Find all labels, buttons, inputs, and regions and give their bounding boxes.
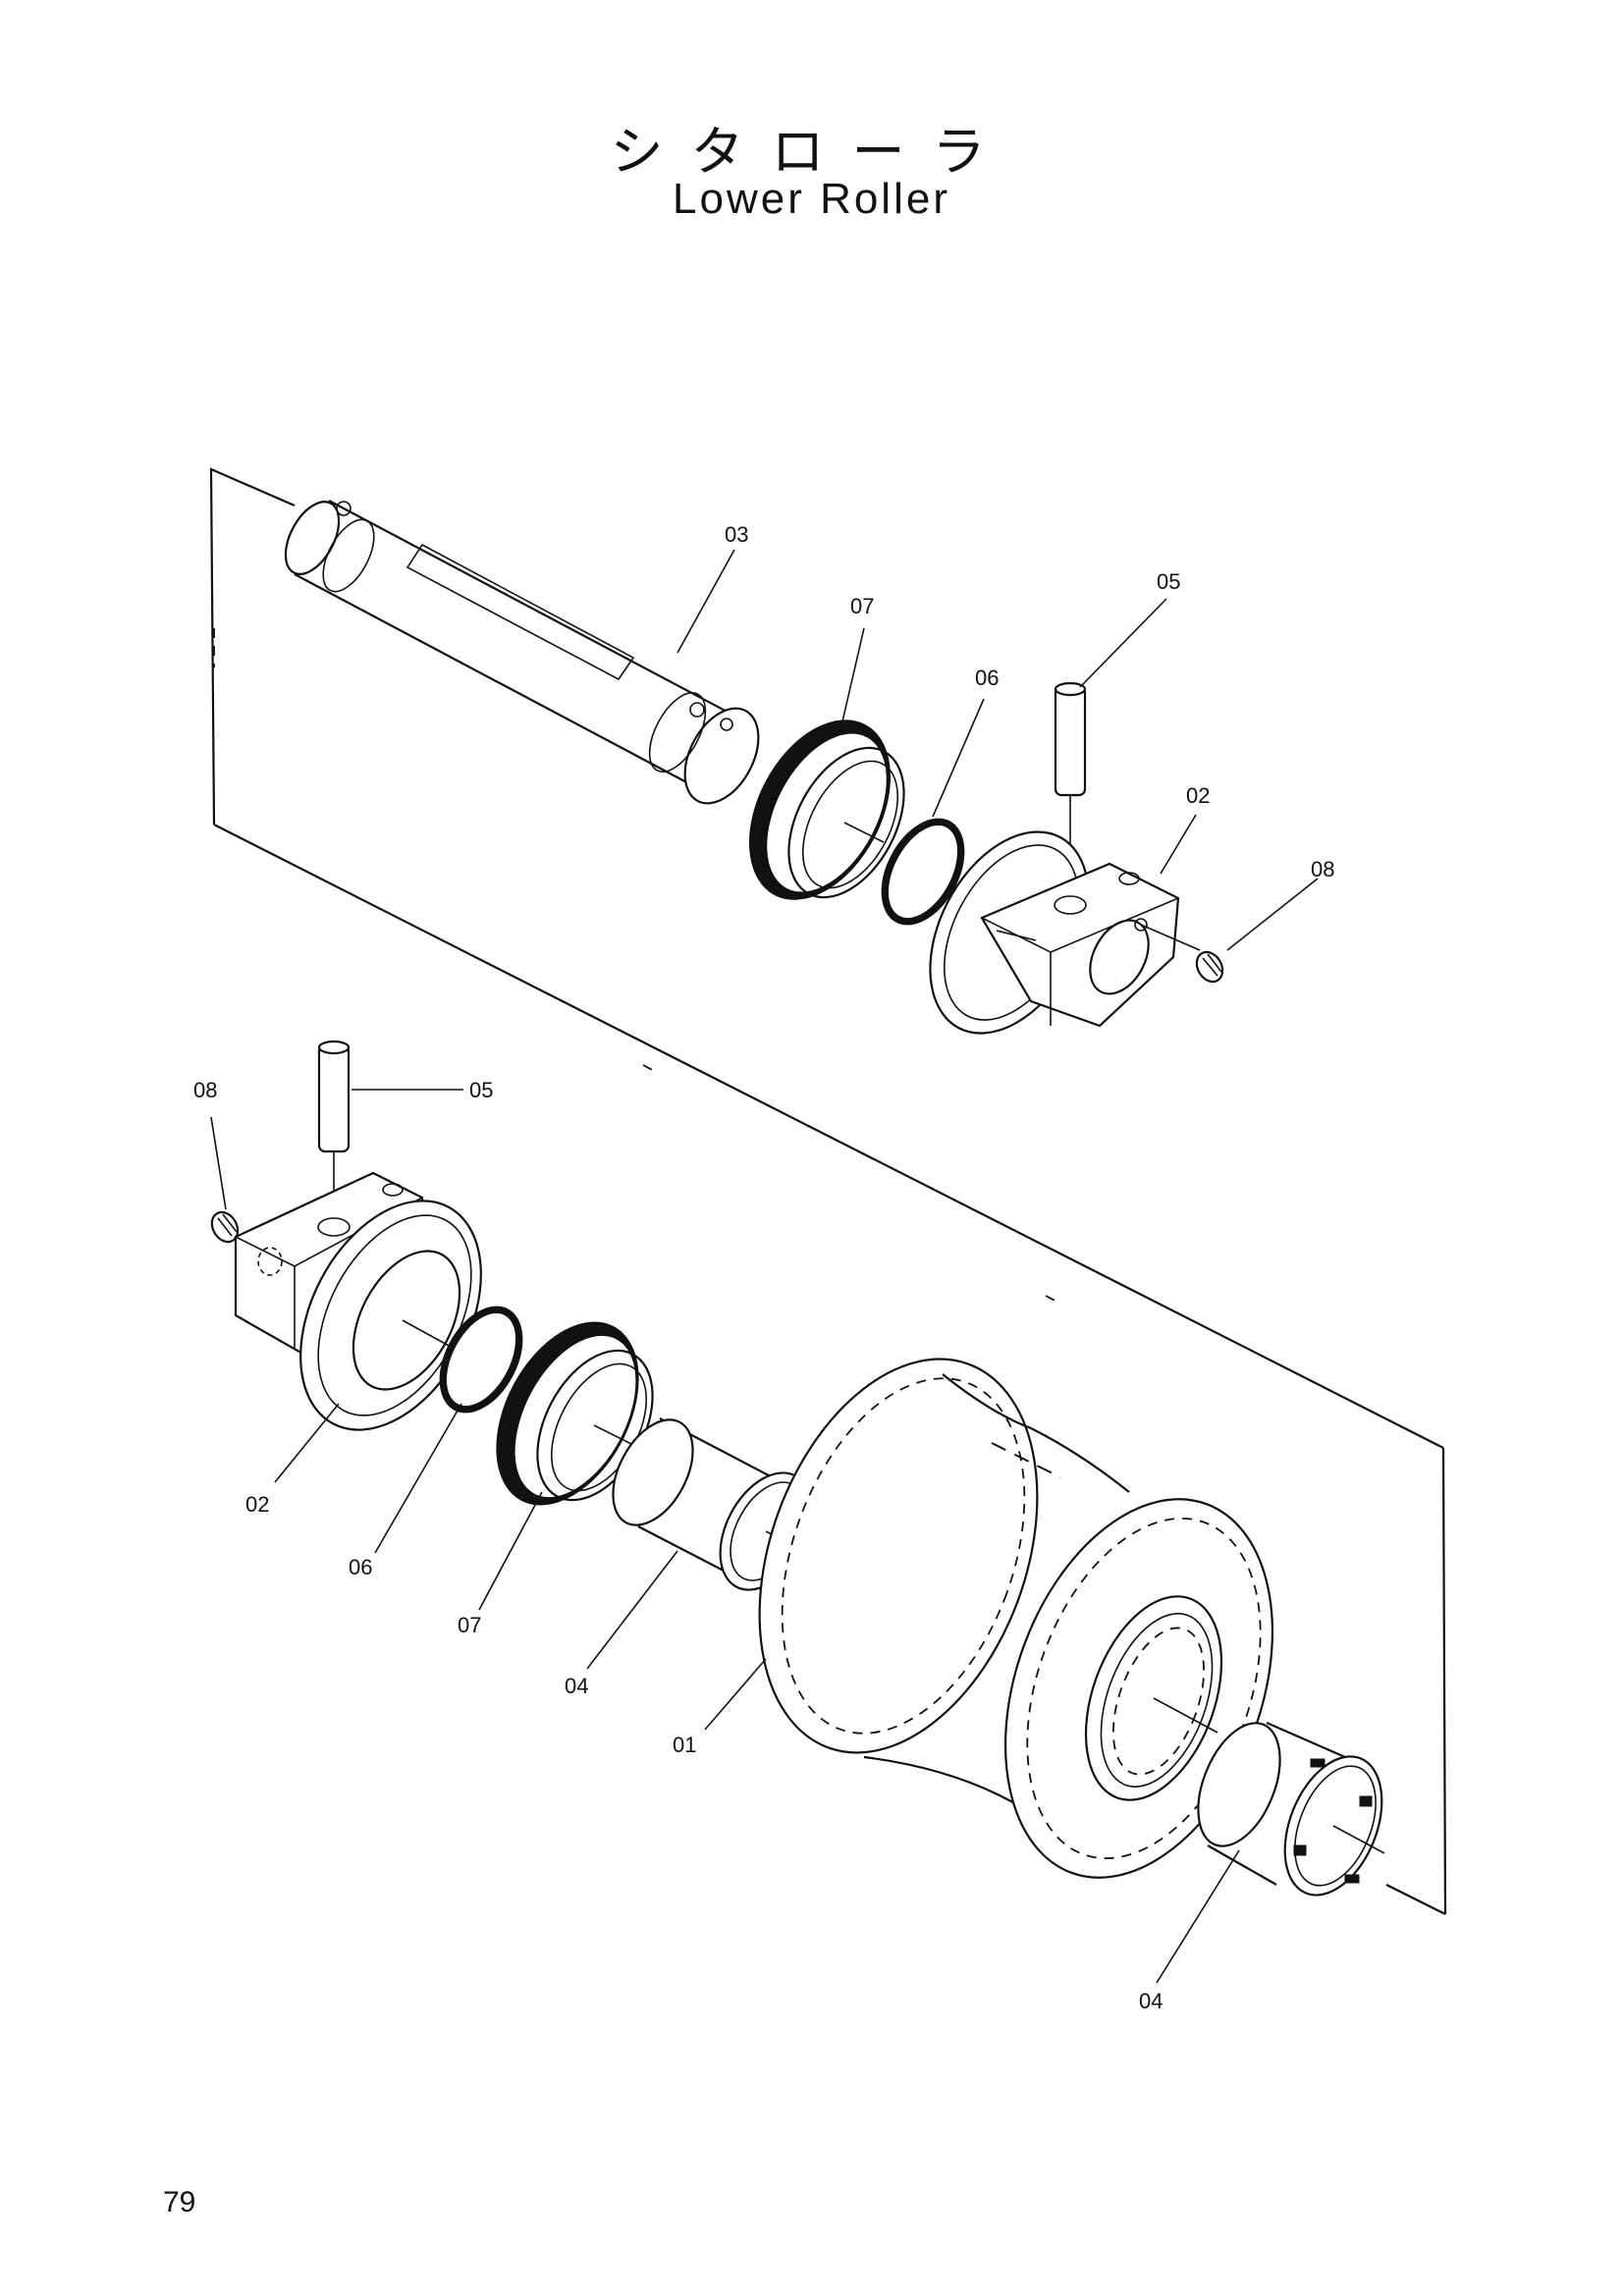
collar-lower	[234, 1171, 482, 1431]
callout-labels: 03 07 05 06 02 08 08 05 02 06 07 04 01 0…	[193, 522, 1334, 2013]
callout-08-lower: 08	[193, 1078, 217, 1102]
callout-06-upper: 06	[975, 666, 999, 690]
callout-02-lower: 02	[245, 1492, 269, 1517]
callout-01: 01	[673, 1733, 696, 1757]
leader-lines	[210, 549, 1319, 1984]
page-title-english: Lower Roller	[673, 175, 950, 223]
shaft-part	[284, 500, 760, 805]
collar-upper	[929, 830, 1201, 1035]
callout-08-upper: 08	[1311, 857, 1334, 881]
callout-04-right: 04	[1139, 1989, 1163, 2013]
page-number: 79	[163, 2186, 196, 2218]
floating-seal-upper	[748, 720, 905, 900]
callout-06-lower: 06	[349, 1555, 372, 1579]
o-ring-lower	[439, 1306, 523, 1414]
callout-02-upper: 02	[1186, 783, 1210, 808]
plug-lower	[210, 1210, 240, 1244]
floating-seal-lower	[496, 1321, 654, 1506]
callout-05-upper: 05	[1157, 569, 1180, 594]
roller-body	[758, 1358, 1274, 1879]
callout-03: 03	[725, 522, 748, 547]
assembly-boundary-frame	[209, 467, 1447, 1915]
pin-upper	[1054, 681, 1087, 908]
page-title-japanese: シタローラ	[610, 121, 1013, 183]
callout-05-lower: 05	[469, 1078, 493, 1102]
bushing-right	[1197, 1721, 1385, 1896]
o-ring-upper	[881, 818, 965, 926]
callout-07-upper: 07	[850, 594, 874, 618]
plug-upper	[1195, 950, 1224, 984]
callout-04-left: 04	[565, 1674, 588, 1698]
center-axis-marks	[642, 1064, 1061, 1305]
callout-07-lower: 07	[458, 1613, 481, 1637]
